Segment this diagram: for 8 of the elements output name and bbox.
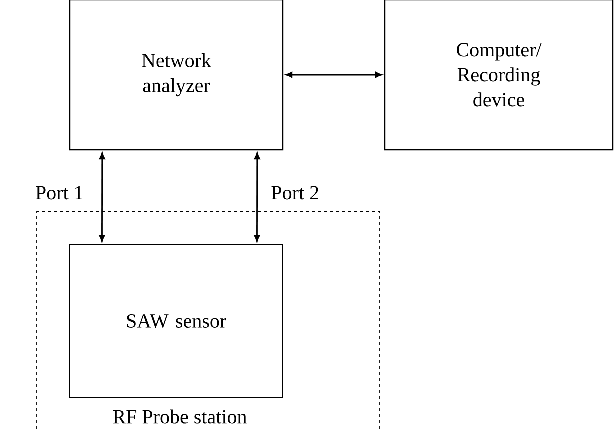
block-box: Computer/ Recording device [384, 0, 614, 151]
arrow [99, 152, 106, 242]
arrow [254, 152, 260, 242]
block-box: SAW sensor [69, 244, 284, 398]
arrow [286, 72, 382, 78]
edge-label: Port 1 [36, 186, 83, 200]
edge-label: Port 2 [272, 186, 318, 200]
block-box: Network analyzer [69, 0, 284, 151]
